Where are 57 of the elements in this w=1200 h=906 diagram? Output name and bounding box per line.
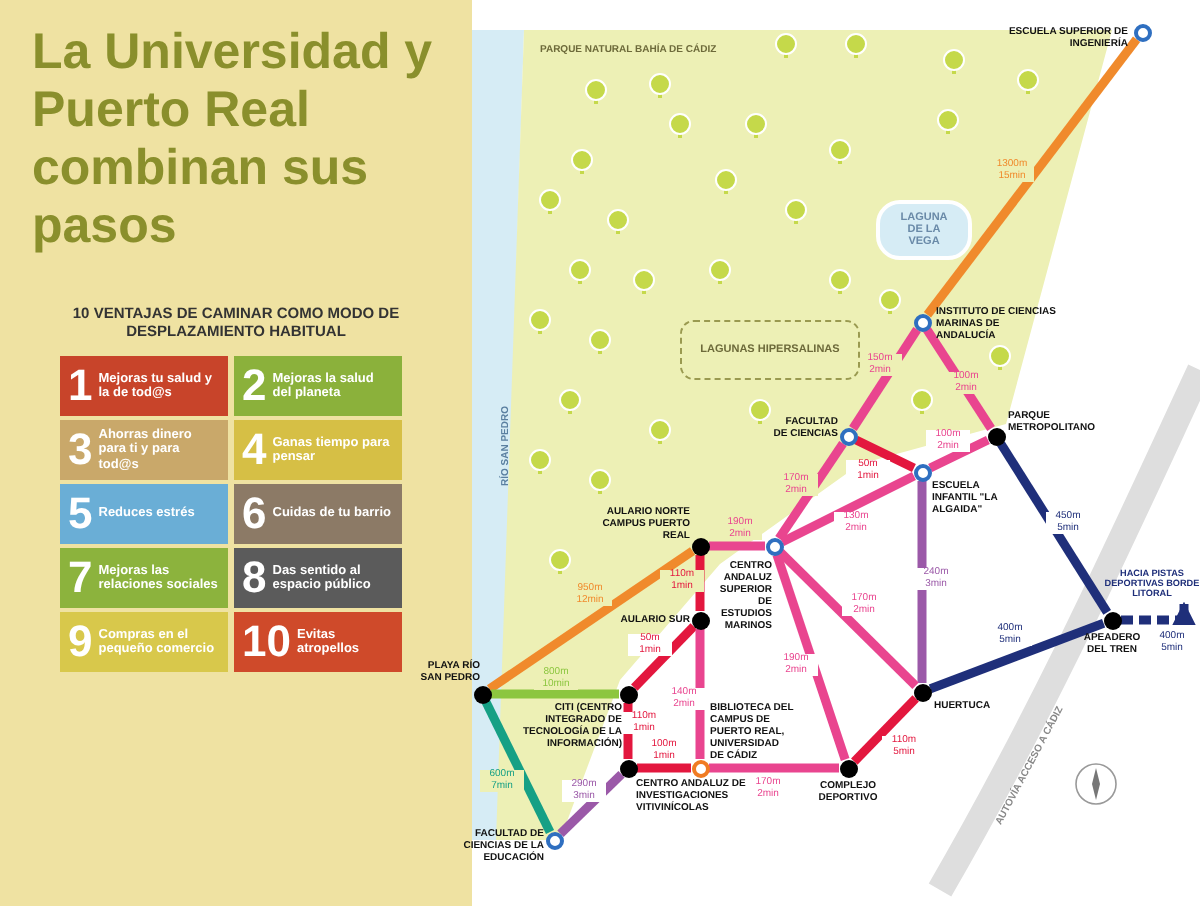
route-line xyxy=(623,703,633,759)
tile-number: 3 xyxy=(68,426,93,474)
tile-number: 7 xyxy=(68,554,93,602)
tile-number: 1 xyxy=(68,362,93,410)
tile-number: 8 xyxy=(242,554,267,602)
route-line xyxy=(917,481,927,683)
route-line xyxy=(491,689,619,699)
tile-number: 9 xyxy=(68,618,93,666)
route-line xyxy=(928,619,1106,693)
station-dot xyxy=(1103,611,1121,629)
route-line xyxy=(695,555,705,611)
station-dot xyxy=(839,759,857,777)
station-dot xyxy=(619,685,637,703)
benefit-tile xyxy=(60,484,228,544)
route-line xyxy=(695,629,705,759)
tile-number: 2 xyxy=(242,362,267,410)
route-line xyxy=(557,771,625,837)
benefit-tile xyxy=(60,548,228,608)
station-icon xyxy=(1133,23,1151,41)
station-icon xyxy=(765,537,783,555)
tile-number: 10 xyxy=(242,618,291,666)
route-line xyxy=(923,327,995,431)
route-line xyxy=(709,541,765,551)
tile-number: 6 xyxy=(242,490,267,538)
route-line xyxy=(854,435,916,473)
benefit-tile xyxy=(60,612,228,672)
route-line xyxy=(772,553,850,761)
route-line xyxy=(928,435,990,473)
route-line xyxy=(780,472,916,546)
route-line xyxy=(777,549,919,689)
benefit-tile xyxy=(60,356,228,416)
route-line xyxy=(637,763,691,773)
tile-number: 4 xyxy=(242,426,267,474)
dashed-area xyxy=(680,320,860,380)
station-dot xyxy=(619,759,637,777)
route-line xyxy=(849,327,921,431)
benefit-tile xyxy=(234,612,402,672)
station-icon xyxy=(691,759,709,777)
station-dot xyxy=(987,427,1005,445)
benefit-tile xyxy=(234,484,402,544)
tile-number: 5 xyxy=(68,490,93,538)
route-line xyxy=(486,547,696,693)
route-line xyxy=(631,623,697,691)
route-line xyxy=(923,36,1141,318)
route-line xyxy=(775,440,847,542)
route-line xyxy=(997,441,1111,615)
station-dot xyxy=(691,611,709,629)
poster-title: La Universidad y Puerto Real combinan sus pasos xyxy=(32,24,435,256)
benefit-tile xyxy=(60,420,228,480)
benefit-tile xyxy=(234,420,402,480)
benefit-tile xyxy=(234,356,402,416)
route-line xyxy=(481,700,555,834)
arrow xyxy=(1121,601,1196,626)
route-line xyxy=(709,763,839,773)
benefit-tile xyxy=(234,548,402,608)
route-line xyxy=(851,695,919,765)
lagoon-shape xyxy=(876,200,972,260)
